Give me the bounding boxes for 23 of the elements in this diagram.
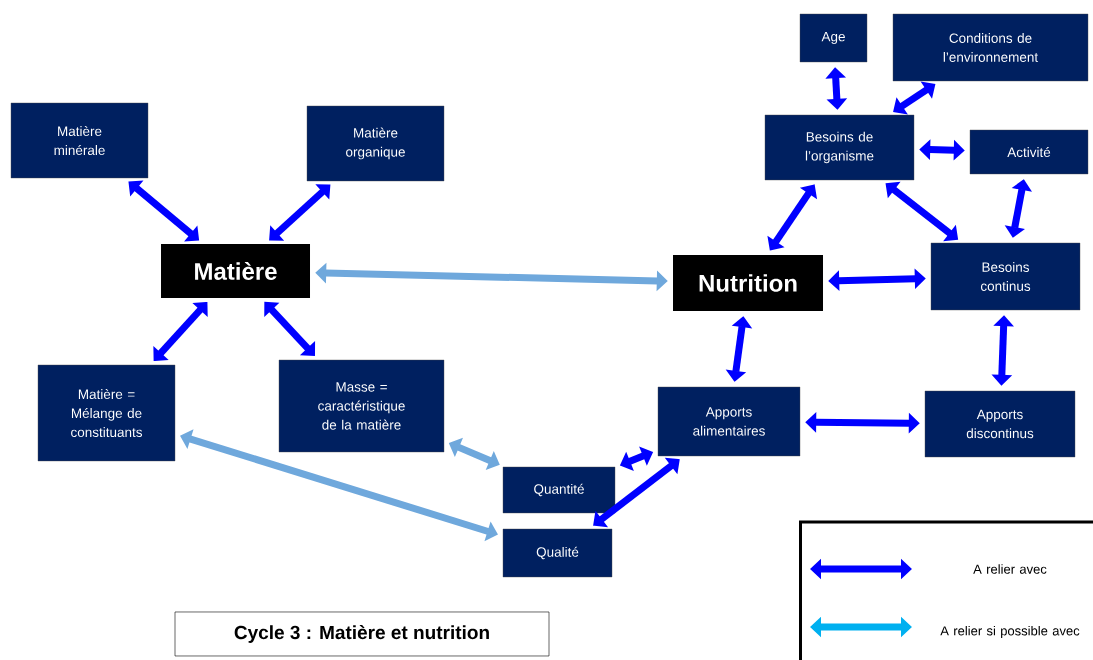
double-arrow [828, 268, 926, 292]
topic-box: Masse = caractéristique de la matière [278, 359, 445, 453]
legend-text: A relier avec [973, 564, 1047, 574]
topic-box: Apports alimentaires [657, 386, 801, 457]
double-arrow [593, 457, 680, 528]
topic-box: Qualité [502, 528, 613, 578]
topic-box: Matière = Mélange de constituants [37, 364, 176, 462]
double-arrow [893, 81, 936, 115]
topic-box: Apports discontinus [924, 390, 1076, 458]
topic-box: Quantité [502, 466, 616, 514]
double-arrow [269, 184, 331, 241]
topic-box: Matière organique [306, 105, 445, 182]
topic-box: Conditions de l’environnement [892, 13, 1089, 82]
topic-box: Age [799, 13, 868, 63]
double-arrow [825, 67, 848, 110]
concept-box: Matière [161, 244, 310, 298]
title-box: Cycle 3 : Matière et nutrition [174, 611, 550, 657]
topic-box: Besoins continus [930, 242, 1081, 311]
topic-box: Besoins de l’organisme [764, 114, 915, 181]
concept-box: Nutrition [673, 255, 823, 311]
topic-box: Activité [969, 129, 1089, 175]
topic-box: Matière minérale [10, 102, 149, 179]
legend-text: A relier si possible avec [940, 625, 1080, 639]
